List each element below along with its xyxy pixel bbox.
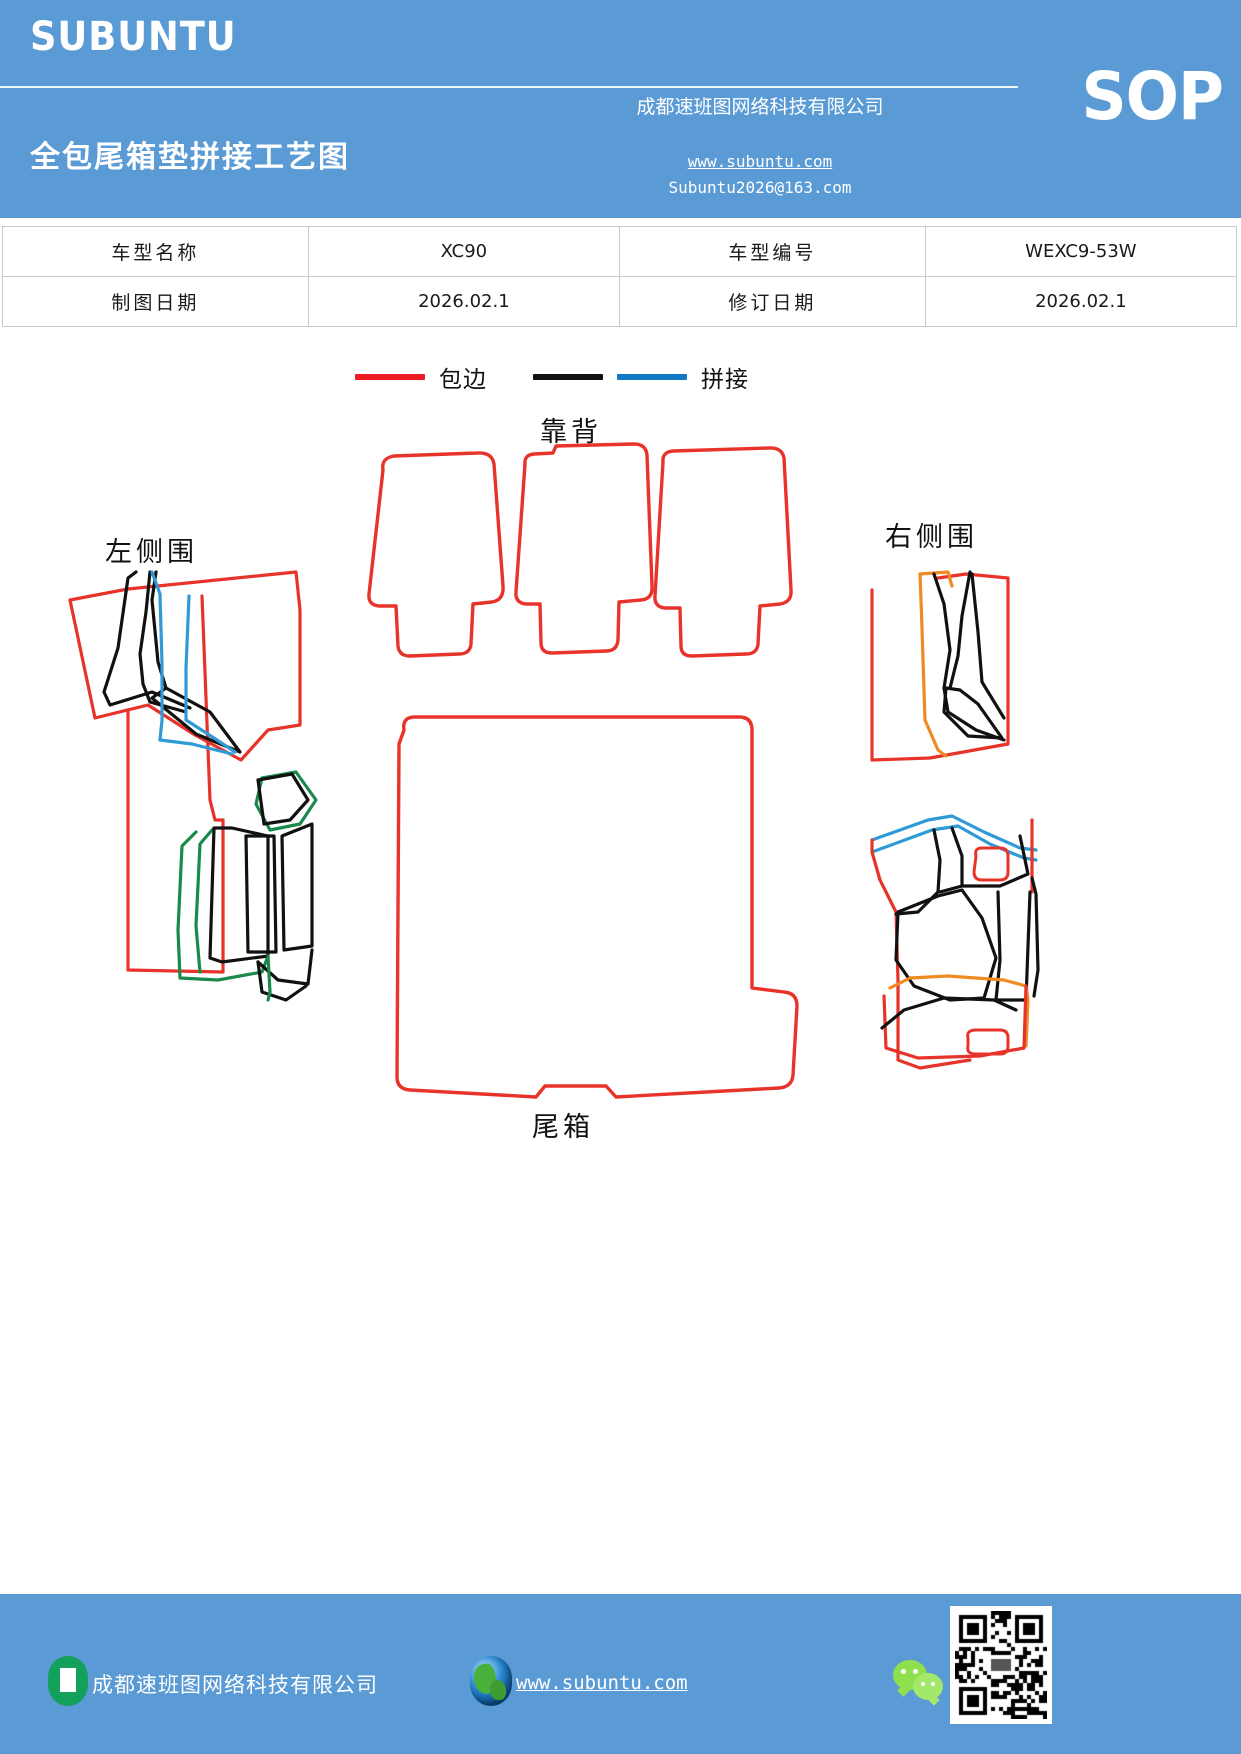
value-draw-date: 2026.02.1 (307, 276, 620, 327)
legend-swatch-binding (355, 374, 425, 380)
legend: 包边 拼接 (0, 360, 1241, 400)
table-row: 制图日期 2026.02.1 修订日期 2026.02.1 (2, 276, 1238, 327)
label-model-name: 车型名称 (2, 226, 309, 277)
header-company-name: 成都速班图网络科技有限公司 (636, 97, 884, 118)
drawing-svg (68, 442, 1040, 1099)
part-label-seat-back: 靠背 (540, 417, 602, 448)
legend-label-binding: 包边 (439, 367, 487, 392)
header-email[interactable]: Subuntu2026@163.com (668, 178, 852, 197)
legend-swatch-splice-black (533, 374, 603, 380)
part-label-trunk: 尾箱 (532, 1112, 594, 1143)
legend-swatch-splice-blue (617, 374, 687, 380)
document-type-badge: SOP (1081, 58, 1224, 135)
part-label-right-side: 右侧围 (885, 522, 978, 553)
technical-drawing: 左侧围 靠背 右侧围 尾箱 (0, 400, 1241, 1190)
header-website-link[interactable]: www.subuntu.com (687, 152, 833, 171)
label-revision-date: 修订日期 (618, 276, 926, 327)
globe-icon (470, 1656, 512, 1706)
legend-label-splice: 拼接 (701, 367, 749, 392)
table-row: 车型名称 XC90 车型编号 WEXC9-53W (2, 226, 1238, 277)
page-title: 全包尾箱垫拼接工艺图 (30, 140, 350, 175)
value-model-name: XC90 (307, 226, 620, 277)
brand-logo: SUBUNTU (30, 14, 237, 60)
footer-company-name: 成都速班图网络科技有限公司 (92, 1673, 378, 1697)
part-left-side-panel (68, 570, 318, 1002)
label-draw-date: 制图日期 (2, 276, 309, 327)
part-right-side-panel (870, 570, 1040, 1070)
qr-code (950, 1606, 1052, 1724)
footer-website-link[interactable]: www.subuntu.com (516, 1672, 688, 1694)
part-label-left-side: 左侧围 (105, 537, 198, 568)
value-model-code: WEXC9-53W (924, 226, 1238, 277)
value-revision-date: 2026.02.1 (924, 276, 1238, 327)
wechat-icon (893, 1660, 949, 1704)
part-seat-back-panels (367, 442, 793, 658)
header-divider (0, 86, 1018, 88)
page-header: SUBUNTU 全包尾箱垫拼接工艺图 成都速班图网络科技有限公司 www.sub… (0, 0, 1241, 218)
label-model-code: 车型编号 (618, 226, 926, 277)
part-trunk-mat (395, 715, 799, 1099)
page-footer: 成都速班图网络科技有限公司 www.subuntu.com (0, 1594, 1241, 1754)
vehicle-info-table: 车型名称 XC90 车型编号 WEXC9-53W 制图日期 2026.02.1 … (2, 226, 1238, 327)
building-icon (48, 1656, 88, 1706)
